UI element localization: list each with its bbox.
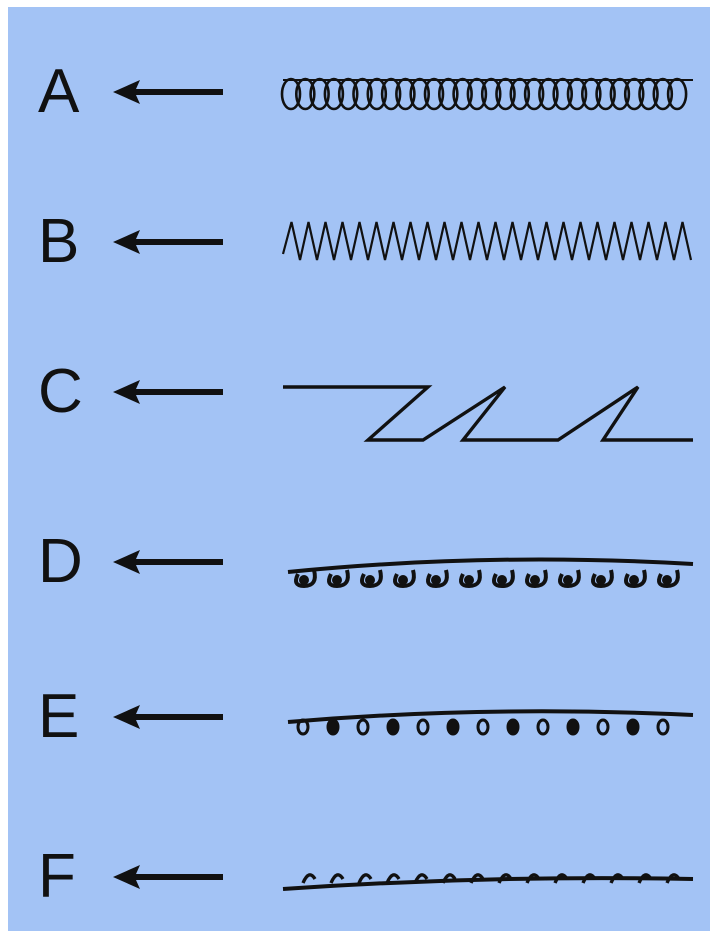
- arrow-left-icon: [113, 380, 223, 404]
- arrow-left-icon: [113, 550, 223, 574]
- row-a: A: [8, 37, 710, 147]
- diagram-panel: A B C D E F: [8, 7, 710, 931]
- row-c: C: [8, 337, 710, 447]
- row-d: D: [8, 507, 710, 617]
- arrow-left-icon: [113, 705, 223, 729]
- row-e: E: [8, 662, 710, 772]
- arrow-left-icon: [113, 230, 223, 254]
- curled-drop-pattern: [287, 557, 694, 589]
- small-curl-pattern: [287, 709, 694, 736]
- loop-chain-pattern: [280, 77, 693, 111]
- arrow-left-icon: [113, 80, 223, 104]
- arrow-left-icon: [113, 865, 223, 889]
- row-label-c: C: [38, 357, 83, 426]
- row-f: F: [8, 822, 710, 932]
- hooked-line-pattern: [282, 873, 694, 891]
- row-label-f: F: [38, 842, 76, 911]
- row-b: B: [8, 187, 710, 297]
- zigzag-pattern: [281, 221, 693, 261]
- row-label-e: E: [38, 682, 80, 751]
- row-label-d: D: [38, 527, 83, 596]
- z-step-pattern: [283, 385, 693, 442]
- row-label-b: B: [38, 207, 80, 276]
- row-label-a: A: [38, 57, 80, 126]
